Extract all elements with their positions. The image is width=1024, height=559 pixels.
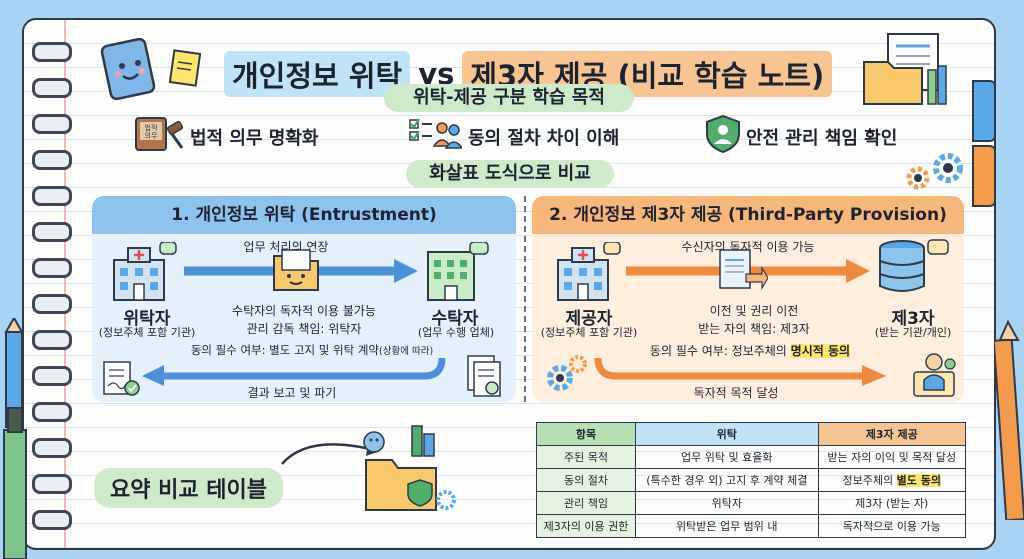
binder-ring	[32, 330, 72, 350]
provision-right-sub: (받는 기관/개인)	[874, 326, 952, 339]
goals-header: 위탁-제공 구분 학습 목적	[384, 84, 634, 112]
book-mascot-icon	[100, 37, 156, 101]
binder-ring	[32, 42, 72, 62]
law-book-gavel-icon: 법적 의무	[135, 117, 184, 151]
table-cell: 받는 자의 이익 및 목적 달성	[817, 445, 967, 469]
table-cell: 주된 목적	[536, 445, 636, 469]
table-cell: 위탁받은 업무 범위 내	[635, 514, 819, 538]
goal-consent-difference: 동의 절차 차이 이해	[468, 128, 620, 149]
title-entrust: 개인정보 위탁	[224, 51, 411, 97]
binder-ring	[32, 294, 72, 314]
provision-right-title: 제3자	[891, 309, 935, 329]
entrust-mid-line2: 관리 감독 책임: 위탁자	[246, 322, 362, 336]
provision-arrow-top-label: 수신자의 독자적 이용 가능	[681, 240, 815, 254]
side-tab-blue[interactable]	[972, 80, 994, 142]
binder-ring	[32, 510, 72, 530]
provision-left-title: 제공자	[565, 309, 613, 329]
provision-consent: 동의 필수 여부: 정보주체의 명시적 동의	[620, 342, 880, 359]
entrust-consent-note: (상황에 따라)	[379, 346, 434, 357]
page-title: 개인정보 위탁 vs 제3자 제공 (비교 학습 노트)	[224, 51, 833, 97]
provision-consent-text: 동의 필수 여부: 정보주체의	[649, 344, 791, 358]
table-row: 관리 책임 위탁자 제3자 (받는 자)	[536, 491, 967, 515]
entrust-left-sub: (정보주체 포함 기관)	[98, 326, 196, 339]
binder-ring	[32, 438, 72, 458]
table-cell: 동의 절차	[536, 468, 636, 492]
binder-ring	[32, 114, 72, 134]
document-transfer-icon	[719, 249, 768, 291]
checklist-people-icon	[409, 118, 462, 149]
document-seal-icon	[467, 355, 501, 397]
margin-line	[64, 20, 66, 548]
table-header-entrust: 위탁	[635, 422, 819, 446]
table-header-item: 항목	[536, 422, 636, 446]
provision-bottom-label: 독자적 목적 달성	[693, 386, 779, 400]
shield-person-icon	[706, 114, 740, 154]
table-cell: 관리 책임	[536, 491, 636, 515]
table-cell: 독자적으로 이용 가능	[817, 514, 967, 538]
table-cell: 정보주체의 별도 동의	[817, 468, 967, 492]
svg-text:법적: 법적	[145, 123, 158, 132]
binder-ring	[32, 186, 72, 206]
database-icon	[879, 239, 949, 292]
binder-ring	[32, 402, 72, 422]
binder-ring	[32, 78, 72, 98]
goal-safety-responsibility: 안전 관리 책임 확인	[746, 128, 898, 149]
pencil-icon	[4, 318, 24, 428]
table-cell: 위탁자	[635, 491, 819, 515]
provision-left-sub: (정보주체 포함 기관)	[540, 326, 638, 339]
marker-icon	[3, 407, 27, 559]
diagram-header: 화살표 도식으로 비교	[406, 160, 614, 188]
binder-ring	[32, 474, 72, 494]
binder-ring	[32, 222, 72, 242]
table-row: 동의 절차 (특수한 경우 외) 고지 후 계약 체결 정보주체의 별도 동의	[536, 468, 967, 492]
entrust-consent: 동의 필수 여부: 별도 고지 및 위탁 계약(상황에 따라)	[162, 342, 462, 358]
table-cell: 제3자의 이용 권한	[536, 514, 636, 538]
table-cell: 제3자 (받는 자)	[817, 491, 967, 515]
gears-icon	[906, 153, 963, 190]
entrust-mid-line1: 수탁자의 독자적 이용 불가능	[232, 304, 376, 318]
office-building-icon	[427, 242, 489, 301]
table-header-provision: 제3자 제공	[817, 422, 967, 446]
entrust-right-sub: (업무 수행 업체)	[417, 326, 495, 339]
goal-legal-duty: 법적 의무 명확화	[190, 128, 319, 149]
pencil-icon	[994, 320, 1024, 520]
table-header-row: 항목 위탁 제3자 제공	[536, 422, 967, 446]
provision-heading: 2. 개인정보 제3자 제공 (Third-Party Provision)	[532, 196, 964, 234]
summary-table: 항목 위탁 제3자 제공 주된 목적 업무 위탁 및 효율화 받는 자의 이익 …	[536, 422, 967, 538]
folder-mascot-icon	[273, 249, 319, 291]
entrust-return-arrow	[142, 357, 446, 386]
table-row: 주된 목적 업무 위탁 및 효율화 받는 자의 이익 및 목적 달성	[536, 445, 967, 469]
binder-ring	[32, 366, 72, 386]
provision-mid-line2: 받는 자의 책임: 제3자	[698, 322, 810, 336]
table-cell: 업무 위탁 및 효율화	[635, 445, 819, 469]
sticky-note-icon	[168, 49, 202, 87]
side-tab-orange[interactable]	[972, 145, 994, 207]
person-monitor-icon	[913, 353, 956, 397]
table-cell-text: 정보주체의	[842, 474, 897, 487]
hospital-building-icon	[557, 242, 621, 301]
entrust-heading: 1. 개인정보 위탁 (Entrustment)	[92, 196, 516, 234]
binder-ring	[32, 258, 72, 278]
provision-bottom-arrow	[594, 357, 886, 386]
folder-documents-icon	[863, 33, 947, 105]
contract-signature-icon	[103, 361, 140, 396]
hospital-building-icon	[113, 242, 177, 301]
provision-mid-line1: 이전 및 권리 이전	[709, 304, 799, 318]
table-row: 제3자의 이용 권한 위탁받은 업무 범위 내 독자적으로 이용 가능	[536, 514, 967, 538]
entrust-right-title: 수탁자	[431, 309, 479, 329]
table-cell-highlight: 별도 동의	[896, 474, 941, 487]
binder-ring	[32, 150, 72, 170]
notebook-page: 개인정보 위탁 vs 제3자 제공 (비교 학습 노트) 위탁-제공 구분 학습…	[22, 18, 996, 550]
provision-consent-highlight: 명시적 동의	[790, 344, 851, 358]
panel-divider	[524, 196, 526, 402]
entrust-consent-text: 동의 필수 여부: 별도 고지 및 위탁 계약	[190, 343, 380, 357]
table-cell: (특수한 경우 외) 고지 후 계약 체결	[635, 468, 819, 492]
gears-icon	[547, 355, 587, 391]
entrust-left-title: 위탁자	[123, 309, 171, 329]
svg-text:의무: 의무	[145, 131, 158, 140]
summary-label: 요약 비교 테이블	[94, 468, 283, 508]
entrust-return-label: 결과 보고 및 파기	[247, 386, 337, 400]
folder-shield-icon	[363, 425, 456, 511]
